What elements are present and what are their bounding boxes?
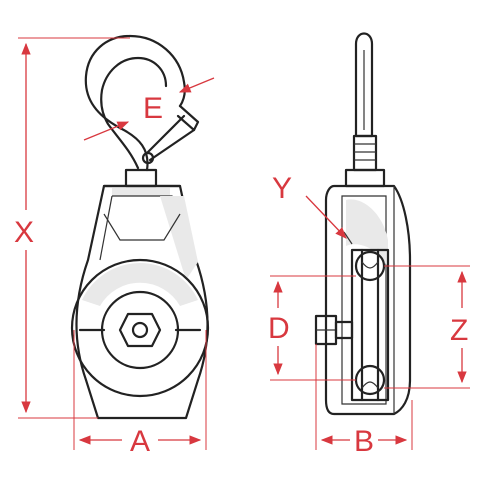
dimension-x: X <box>14 37 130 419</box>
dimension-b: B <box>315 344 413 458</box>
front-view <box>70 34 210 420</box>
label-x: X <box>14 216 34 249</box>
label-d: D <box>268 312 290 345</box>
dimension-a: A <box>73 330 207 458</box>
label-y: Y <box>272 172 292 205</box>
axle-nut <box>314 314 354 346</box>
dimension-z: Z <box>384 265 470 389</box>
sheave-front <box>70 258 210 398</box>
swivel <box>102 168 182 196</box>
side-view <box>314 32 412 416</box>
label-b: B <box>354 425 374 458</box>
label-a: A <box>130 425 150 458</box>
hook <box>84 34 200 172</box>
shank <box>344 32 386 188</box>
label-z: Z <box>450 314 468 347</box>
sheave-side <box>343 231 390 402</box>
label-e: E <box>143 92 163 125</box>
dimension-y: Y <box>272 172 347 239</box>
dimension-e: E <box>83 77 215 141</box>
dimension-d: D <box>268 275 356 381</box>
